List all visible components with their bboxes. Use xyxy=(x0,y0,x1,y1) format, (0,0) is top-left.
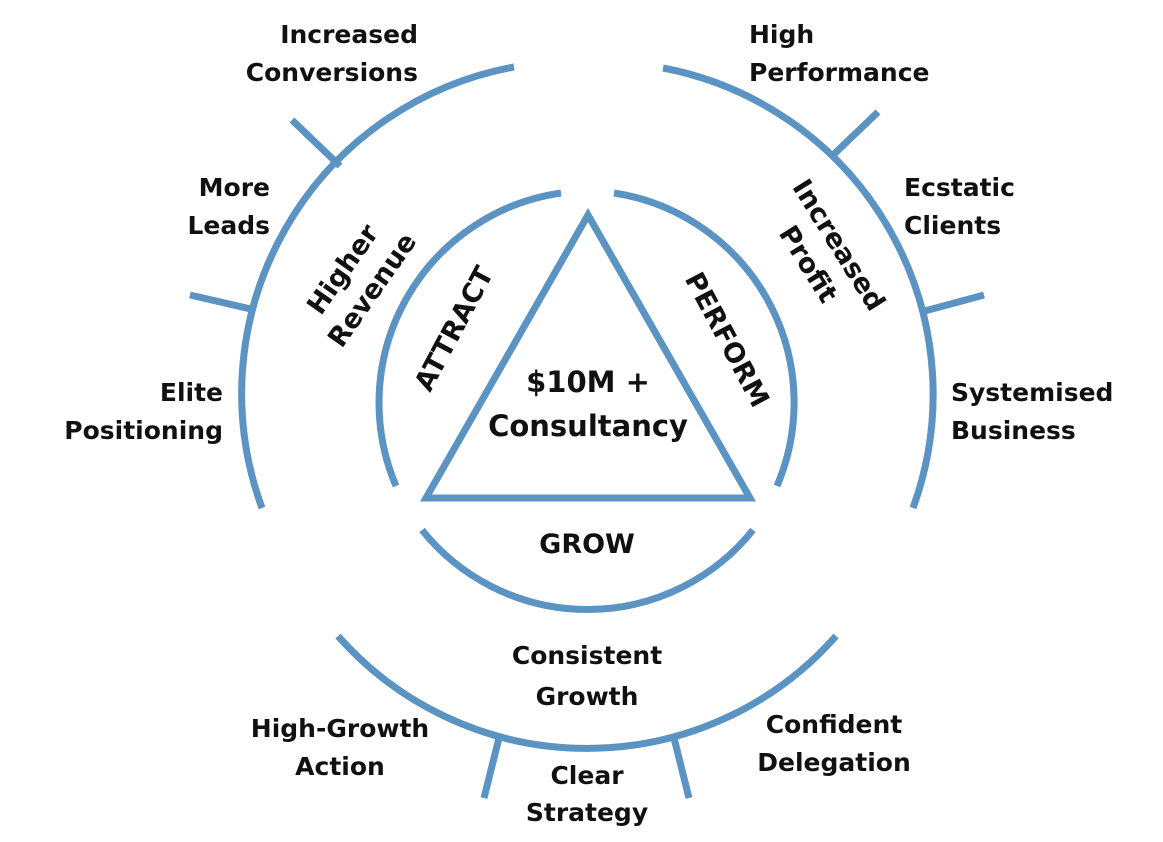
increased-conversions-label: Increased Conversions xyxy=(246,20,418,87)
svg-text:Ecstatic: Ecstatic xyxy=(904,173,1015,202)
svg-text:Systemised: Systemised xyxy=(951,378,1113,407)
svg-text:High-Growth: High-Growth xyxy=(251,714,429,743)
svg-text:Conversions: Conversions xyxy=(246,58,418,87)
tick-bottom-right xyxy=(670,737,693,799)
svg-text:Consistent: Consistent xyxy=(512,641,662,670)
svg-text:High: High xyxy=(749,20,814,49)
outer-arc-growth xyxy=(335,633,839,752)
ecstatic-clients-label: Ecstatic Clients xyxy=(904,173,1015,240)
tick-left-upper xyxy=(289,117,343,169)
consistent-growth-label: Consistent Growth xyxy=(512,641,662,711)
svg-text:Elite: Elite xyxy=(160,378,223,407)
svg-text:Growth: Growth xyxy=(536,682,639,711)
svg-text:Confident: Confident xyxy=(766,710,902,739)
svg-text:Increased: Increased xyxy=(280,20,418,49)
inner-arc-grow xyxy=(419,527,756,614)
systemised-business-label: Systemised Business xyxy=(951,378,1113,445)
svg-text:Leads: Leads xyxy=(187,211,270,240)
inner-arc-perform xyxy=(613,189,798,488)
center-triangle xyxy=(419,207,757,502)
confident-delegation-label: Confident Delegation xyxy=(757,710,911,777)
clear-strategy-label: Clear Strategy xyxy=(526,761,648,827)
tick-right-upper xyxy=(828,109,881,160)
svg-text:Performance: Performance xyxy=(749,58,929,87)
grow-label: GROW xyxy=(539,529,635,560)
svg-text:Business: Business xyxy=(951,416,1076,445)
center-title-line2: Consultancy xyxy=(488,409,688,443)
outer-arc-revenue xyxy=(238,63,515,510)
tick-left-lower xyxy=(189,291,256,314)
inner-arc-attract xyxy=(375,189,562,488)
high-performance-label: High Performance xyxy=(749,20,929,87)
elite-positioning-label: Elite Positioning xyxy=(64,378,223,445)
higher-revenue-label: Higher Revenue xyxy=(301,218,423,353)
svg-text:Strategy: Strategy xyxy=(526,798,648,827)
attract-label: ATTRACT xyxy=(409,261,501,396)
tick-right-lower xyxy=(920,291,985,316)
svg-text:Positioning: Positioning xyxy=(64,416,223,445)
center-title-line1: $10M + xyxy=(526,365,650,399)
svg-text:More: More xyxy=(199,173,270,202)
svg-text:Delegation: Delegation xyxy=(757,748,911,777)
tick-bottom-left xyxy=(480,737,503,799)
svg-text:Clients: Clients xyxy=(904,211,1001,240)
outer-arc-profit xyxy=(662,64,937,510)
svg-text:Clear: Clear xyxy=(550,761,624,790)
more-leads-label: More Leads xyxy=(187,173,270,240)
svg-text:Action: Action xyxy=(295,752,385,781)
high-growth-action-label: High-Growth Action xyxy=(251,714,429,781)
